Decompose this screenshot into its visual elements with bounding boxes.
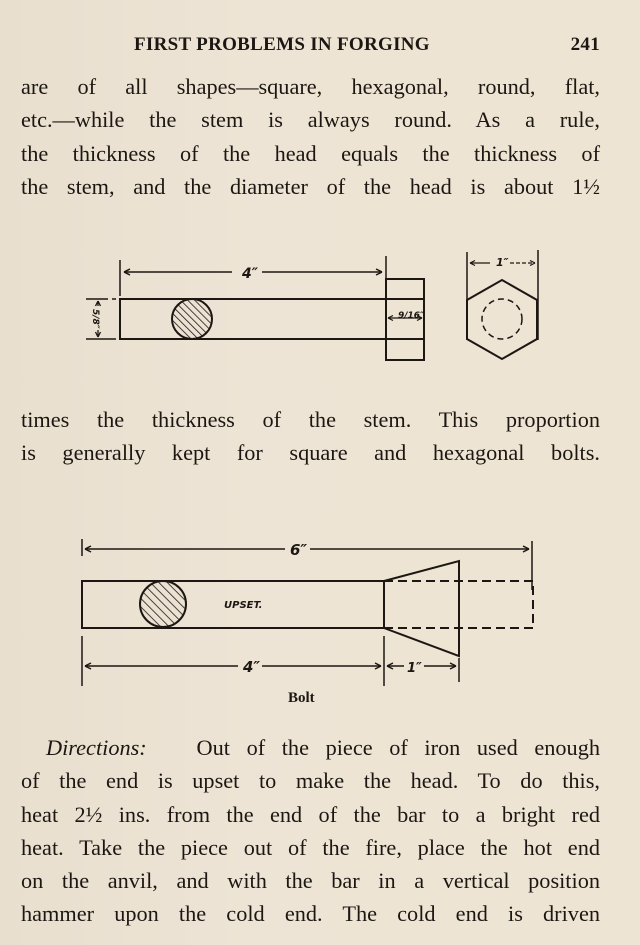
paragraph-top: are of all shapes—square, hexagonal, rou… [21, 70, 600, 203]
text-line: times the thickness of the stem. This pr… [21, 407, 600, 432]
page-number: 241 [570, 34, 600, 55]
text-line: the thickness of the head equals the thi… [21, 140, 600, 166]
directions-first-line: Out of the piece of iron used enough [196, 735, 600, 760]
text-line: of the end is upset to make the head. To… [21, 768, 600, 794]
figure-upset-bolt: 6″ 4″ 1″ UPSET. [81, 539, 534, 686]
dim-head-thickness-label: 9/16″ [398, 311, 424, 321]
dim-length-label: 4″ [241, 266, 259, 282]
dim-head-width-label: 1″ [496, 256, 509, 269]
paragraph-directions: Directions: Out of the piece of iron use… [21, 731, 600, 931]
text-line: the stem, and the diameter of the head i… [21, 173, 600, 199]
dim-stem-diameter-label: 5/8″ [90, 309, 100, 329]
dim-stem-length-label: 4″ [242, 658, 260, 676]
text-line: etc.—while the stem is always round. As … [21, 107, 600, 133]
figure-square-bolt: 4″ 9/16″ 5/8″ 1″ [86, 250, 539, 361]
running-head: FIRST PROBLEMS IN FORGING 241 [134, 34, 600, 58]
text-line: Directions: Out of the piece of iron use… [21, 731, 600, 764]
dim-overall-label: 6″ [290, 541, 307, 559]
text-line: are of all shapes—square, hexagonal, rou… [21, 74, 600, 99]
text-line: heat 2½ ins. from the end of the bar to … [21, 801, 600, 827]
dim-head-length-label: 1″ [407, 661, 422, 676]
text-line: is generally kept for square and hexagon… [21, 440, 600, 466]
figure-caption: Bolt [288, 690, 315, 706]
text-line: heat. Take the piece out of the fire, pl… [21, 834, 600, 860]
text-line: on the anvil, and with the bar in a vert… [21, 868, 600, 894]
paragraph-middle: times the thickness of the stem. This pr… [21, 403, 600, 470]
running-title: FIRST PROBLEMS IN FORGING [134, 34, 430, 55]
upset-label: UPSET. [224, 600, 262, 611]
directions-lead: Directions: [46, 735, 147, 760]
text-line: hammer upon the cold end. The cold end i… [21, 901, 600, 927]
